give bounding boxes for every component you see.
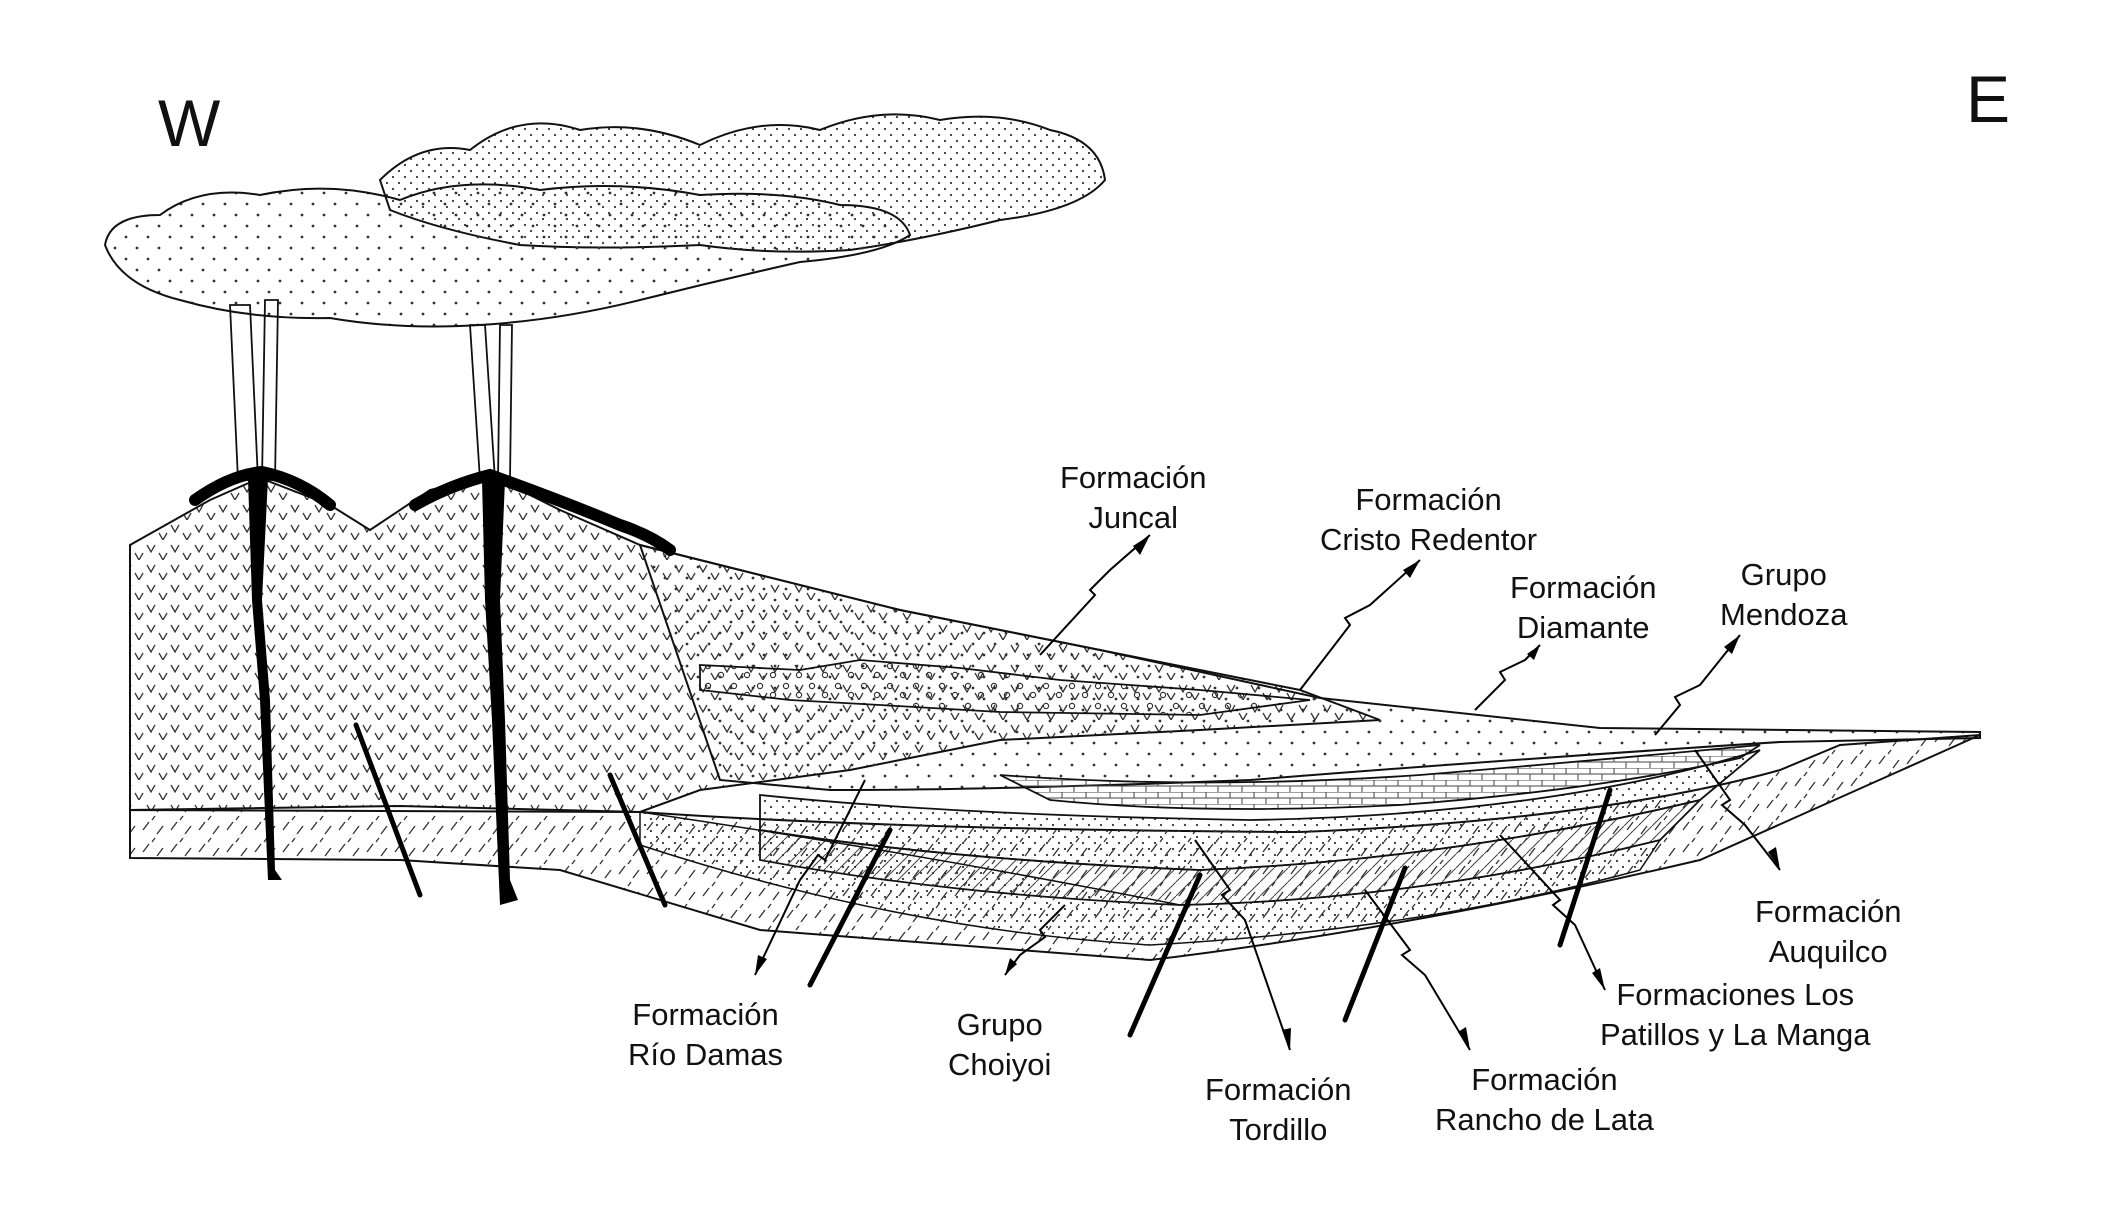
arrowheads: [755, 535, 1780, 1050]
mendoza-limestone: [999, 744, 1761, 810]
basin-fill-lower: [639, 811, 1662, 946]
eruption-column-west: [229, 299, 279, 481]
ash-cloud-front: [103, 183, 912, 328]
faults: [353, 722, 1613, 1038]
volcano-crest-west: [189, 465, 336, 511]
juncal-conglomerate: [699, 659, 1311, 716]
volcano-crest-east: [409, 468, 676, 556]
east-direction-label: E: [1966, 62, 2011, 136]
conduit-east: [482, 480, 518, 905]
west-direction-label: W: [158, 86, 221, 160]
sedimentary-wedge: [638, 543, 1981, 792]
eruption-column-east: [469, 324, 513, 481]
label-leaders: [754, 534, 1781, 1051]
conduit-west: [248, 478, 282, 880]
